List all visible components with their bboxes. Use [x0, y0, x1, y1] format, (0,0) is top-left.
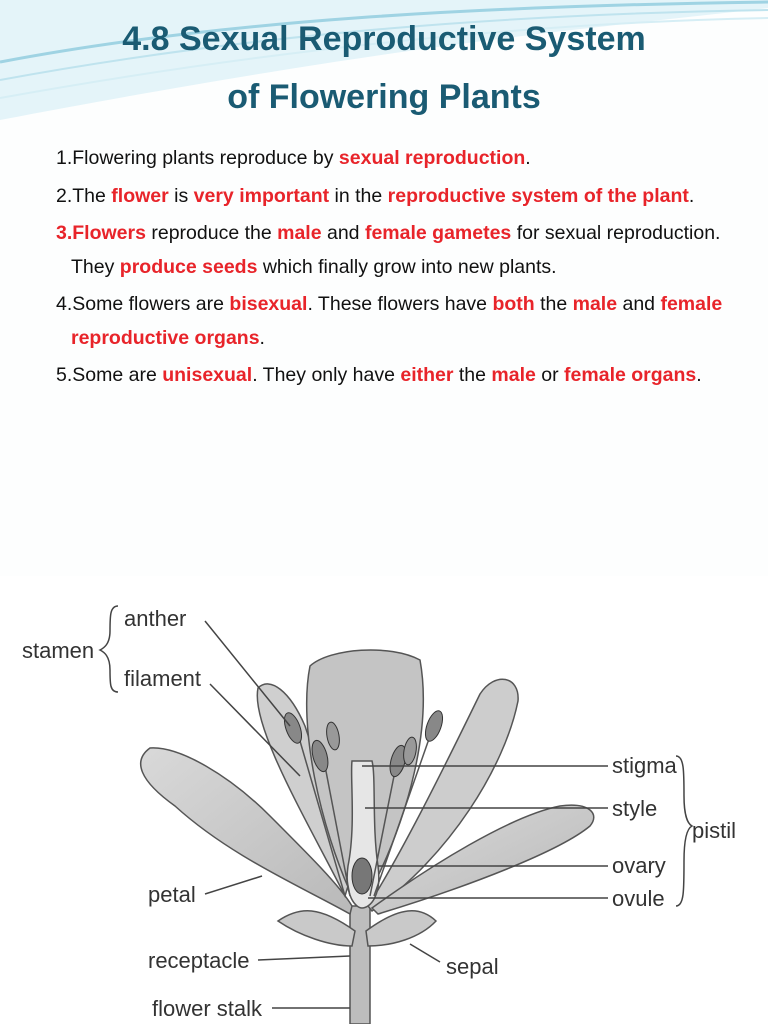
highlighted-term: male — [572, 293, 618, 315]
filament-line-3 — [369, 770, 396, 897]
highlighted-term: female organs — [564, 364, 697, 386]
filament-line-2 — [324, 765, 351, 897]
highlighted-term: produce seeds — [119, 255, 258, 278]
bullet-item: 5.Some are unisexual. They only have eit… — [56, 359, 762, 393]
anther-shape — [283, 712, 303, 744]
bullet-text: . These flowers have — [307, 293, 493, 315]
bullet-item: 1.Flowering plants reproduce by sexual r… — [56, 142, 762, 176]
anther-shape-6 — [403, 736, 417, 766]
bullet-text: 1.Flowering plants reproduce by — [56, 147, 339, 169]
bullet-text: in the — [329, 184, 388, 207]
highlighted-term: female gametes — [364, 222, 512, 244]
label-stamen: stamen — [22, 638, 94, 663]
highlighted-term: male — [491, 364, 536, 386]
label-petal: petal — [148, 882, 196, 907]
flower-diagram: stamen anther filament stigma style pist… — [0, 576, 768, 1024]
bullet-text: and — [617, 293, 661, 315]
header-swoosh-decoration — [0, 0, 768, 120]
label-anther: anther — [124, 606, 186, 631]
bullet-item: 4.Some flowers are bisexual. These flowe… — [56, 288, 762, 355]
label-filament: filament — [124, 666, 201, 691]
bullet-text: . — [259, 326, 265, 349]
bullet-text: reproduce the — [145, 222, 278, 244]
bullet-text: 5.Some are — [56, 364, 163, 386]
bullet-text: the — [453, 364, 492, 386]
highlighted-term: 3.Flowers — [56, 222, 146, 244]
bullet-text: . — [696, 364, 702, 386]
bullet-text: . — [688, 184, 695, 207]
highlighted-term: female reproductive organs — [71, 293, 723, 349]
anther-leader — [204, 620, 291, 727]
petal-right-shape — [367, 678, 519, 913]
filament-leader — [209, 683, 301, 777]
receptacle-leader — [257, 955, 351, 961]
bullet-text: . They only have — [252, 364, 401, 386]
label-receptacle: receptacle — [148, 948, 250, 973]
petal-far-right-shape — [370, 804, 595, 915]
bullet-list: 1.Flowering plants reproduce by sexual r… — [56, 142, 762, 397]
label-style: style — [612, 796, 657, 821]
sepal-shape — [276, 910, 356, 947]
bullet-text: . — [525, 147, 531, 169]
title-line-1: 4.8 Sexual Reproductive System — [122, 20, 646, 58]
bullet-text: 2.The — [56, 184, 112, 207]
bullet-text: which finally grow into new plants. — [257, 255, 557, 278]
flower-stalk-shape — [349, 905, 371, 1024]
bullet-text: the — [534, 293, 573, 315]
highlighted-term: sexual reproduction — [338, 147, 526, 169]
label-stigma: stigma — [612, 753, 678, 778]
label-ovary: ovary — [612, 853, 666, 878]
highlighted-term: unisexual — [162, 364, 253, 386]
bullet-item: 3.Flowers reproduce the male and female … — [56, 217, 762, 284]
label-flower-stalk: flower stalk — [152, 996, 263, 1021]
filament-line — [299, 740, 346, 897]
pistil-brace — [675, 755, 694, 907]
label-sepal: sepal — [446, 954, 499, 979]
highlighted-term: very important — [193, 184, 330, 207]
highlighted-term: flower — [111, 184, 169, 207]
anther-shape-4 — [424, 710, 444, 742]
bullet-text: 4.Some flowers are — [56, 293, 230, 315]
sepal-shape-right — [365, 910, 438, 947]
label-pistil: pistil — [692, 818, 736, 843]
bullet-text: and — [321, 222, 365, 244]
bullet-item: 2.The flower is very important in the re… — [56, 180, 762, 214]
petal-leader — [204, 875, 263, 895]
title-line-2: of Flowering Plants — [227, 78, 541, 116]
flower-diagram-svg: stamen anther filament stigma style pist… — [22, 605, 736, 1024]
highlighted-term: male — [277, 222, 322, 244]
anther-shape-5 — [326, 721, 340, 751]
filament-line-4 — [373, 735, 431, 897]
petal-left-shape — [140, 747, 353, 916]
label-ovule: ovule — [612, 886, 665, 911]
anther-shape-2 — [311, 739, 329, 773]
sepal-leader — [409, 943, 441, 963]
ovule-cluster-shape — [351, 857, 373, 895]
bullet-text: is — [168, 184, 194, 207]
bullet-text: for sexual reproduction. They — [71, 222, 721, 278]
highlighted-term: bisexual — [229, 293, 308, 315]
highlighted-term: reproductive system of the plant — [387, 184, 689, 207]
slide-panel: 4.8 Sexual Reproductive System of Flower… — [0, 0, 768, 577]
highlighted-term: either — [400, 364, 454, 386]
bullet-text: or — [535, 364, 565, 386]
slide-title: 4.8 Sexual Reproductive System of Flower… — [0, 10, 768, 126]
highlighted-term: both — [492, 293, 535, 315]
stamen-brace — [98, 605, 119, 693]
